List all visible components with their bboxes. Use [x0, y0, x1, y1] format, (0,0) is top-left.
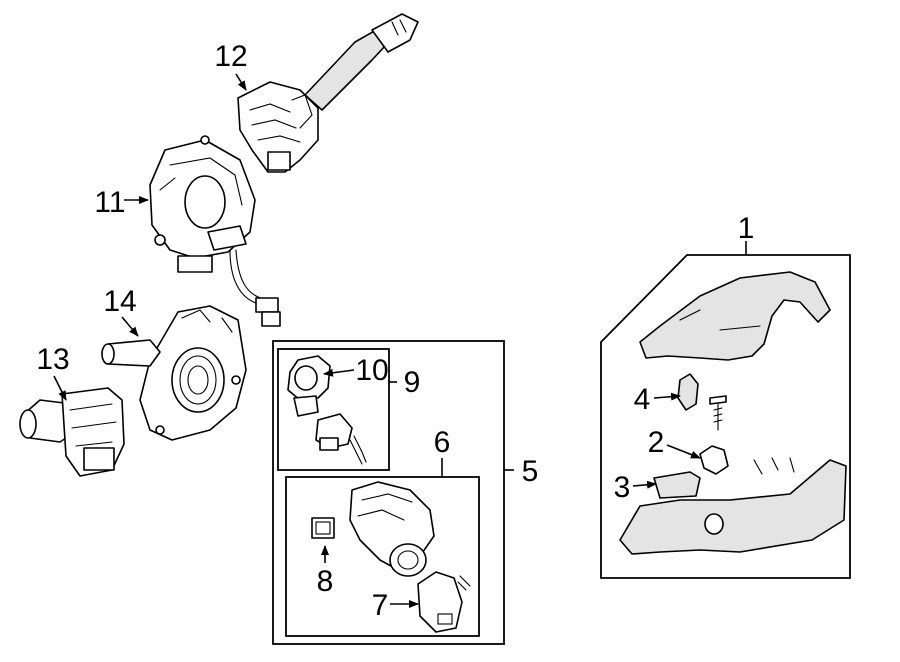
box-5-ignition-group	[272, 340, 505, 645]
callout-6: 6	[434, 426, 451, 459]
part-11-clock-spring	[149, 135, 281, 327]
callout-9: 9	[404, 366, 421, 399]
callout-5: 5	[522, 455, 539, 488]
callout-3: 3	[614, 471, 631, 504]
box-6-ignition-housing-group	[285, 476, 480, 637]
callout-8: 8	[317, 565, 334, 598]
callout-12: 12	[214, 40, 247, 73]
callout-labels: 1 2 3 4 5 6 7 8 9 10 11 12 13 14	[36, 40, 754, 622]
part-14-switch-body	[101, 305, 247, 441]
callout-13: 13	[36, 343, 69, 376]
box-1-column-cover-group	[600, 254, 851, 579]
callout-11: 11	[94, 186, 125, 219]
box-9-lock-cylinder-group	[277, 348, 390, 471]
callout-4: 4	[634, 383, 651, 416]
part-12-combination-switch	[237, 13, 419, 173]
leader-lines	[53, 73, 747, 608]
callout-2: 2	[648, 426, 665, 459]
callout-10: 10	[355, 354, 388, 387]
callout-14: 14	[103, 285, 136, 318]
part-13-turn-signal-switch	[19, 387, 125, 477]
callout-7: 7	[372, 589, 389, 622]
callout-1: 1	[738, 212, 755, 245]
